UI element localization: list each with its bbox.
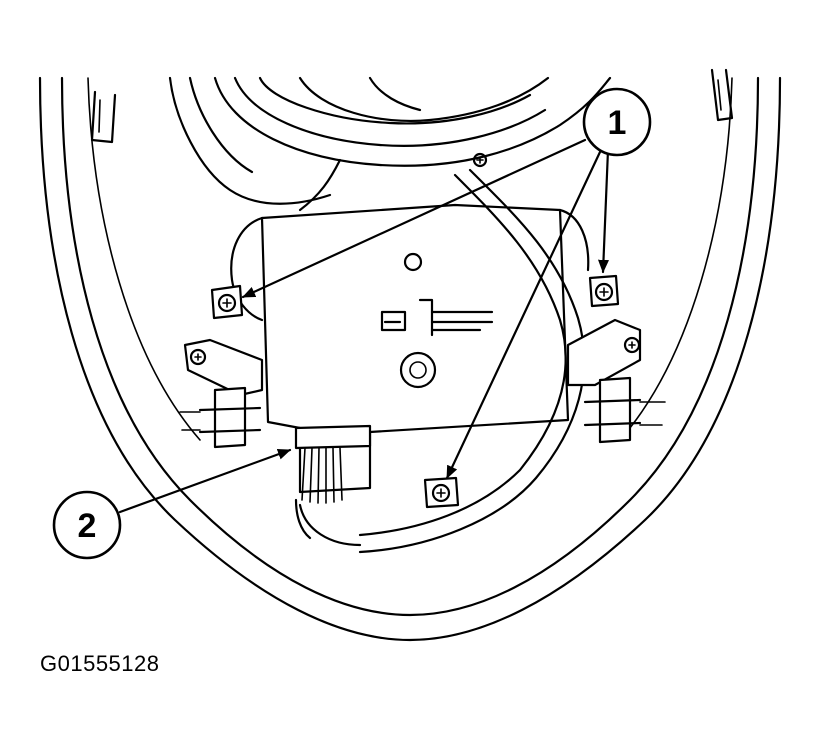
module-body bbox=[230, 203, 590, 494]
mounting-tab-right bbox=[588, 274, 620, 308]
housing-clip-right bbox=[710, 68, 734, 122]
electrical-connector bbox=[294, 424, 372, 540]
bracket-right bbox=[566, 318, 666, 444]
figure-code: G01555128 bbox=[40, 651, 160, 676]
diagonal-cable bbox=[298, 168, 586, 554]
callout-2: 2 bbox=[52, 448, 292, 560]
callout-2-label: 2 bbox=[78, 507, 97, 545]
housing-clip-left bbox=[90, 90, 117, 144]
callout-1-label: 1 bbox=[608, 104, 627, 142]
bracket-left bbox=[179, 338, 264, 449]
mounting-tab-left bbox=[210, 284, 244, 320]
housing-screw-top bbox=[472, 152, 488, 168]
mounting-tab-bottom bbox=[423, 476, 460, 509]
wire-harness bbox=[168, 76, 612, 212]
callout-1: 1 bbox=[241, 87, 652, 480]
